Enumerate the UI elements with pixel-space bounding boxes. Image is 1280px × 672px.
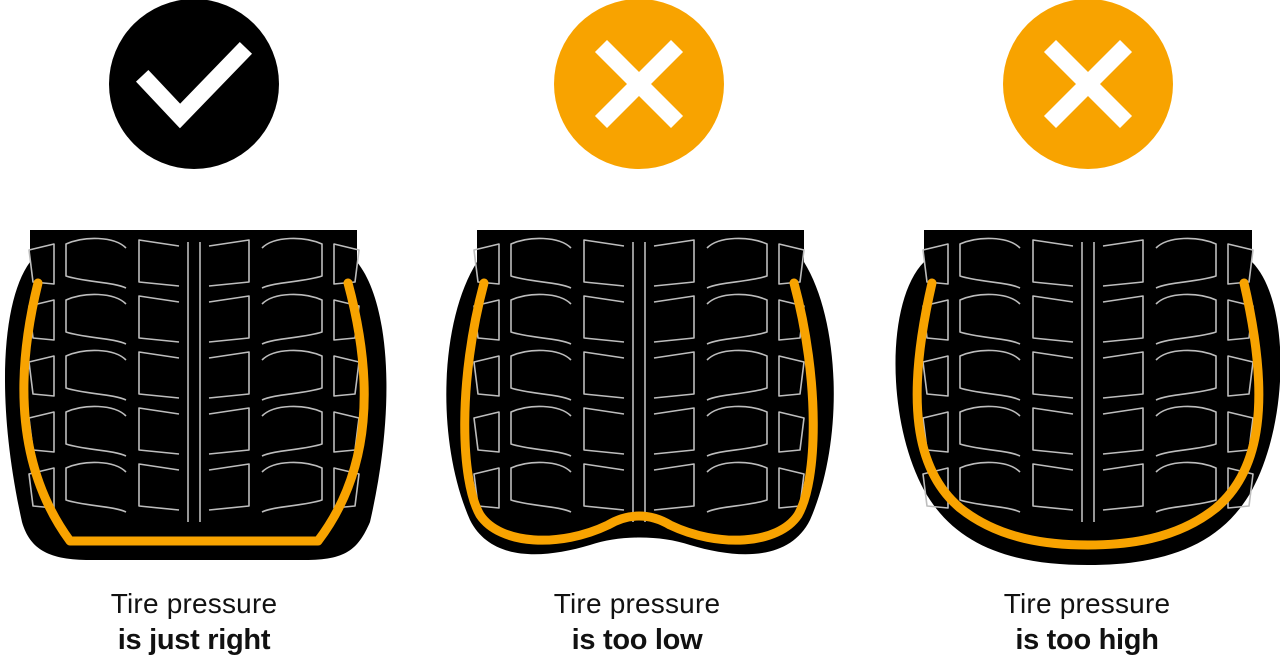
caption-line-1: Tire pressure xyxy=(14,588,374,620)
caption-just-right: Tire pressure is just right xyxy=(14,588,374,657)
caption-line-2: is too low xyxy=(457,624,817,657)
status-badge xyxy=(109,0,279,169)
panel-just-right xyxy=(5,0,386,560)
caption-too-high: Tire pressure is too high xyxy=(907,588,1267,657)
caption-too-low: Tire pressure is too low xyxy=(457,588,817,657)
tire-cross-section xyxy=(446,230,833,554)
panel-too-low xyxy=(446,0,833,554)
caption-line-2: is too high xyxy=(907,624,1267,657)
tire-cross-section xyxy=(896,230,1280,565)
tire-cross-section xyxy=(5,230,386,560)
caption-line-1: Tire pressure xyxy=(457,588,817,620)
caption-line-2: is just right xyxy=(14,624,374,657)
panel-too-high xyxy=(896,0,1280,565)
caption-line-1: Tire pressure xyxy=(907,588,1267,620)
